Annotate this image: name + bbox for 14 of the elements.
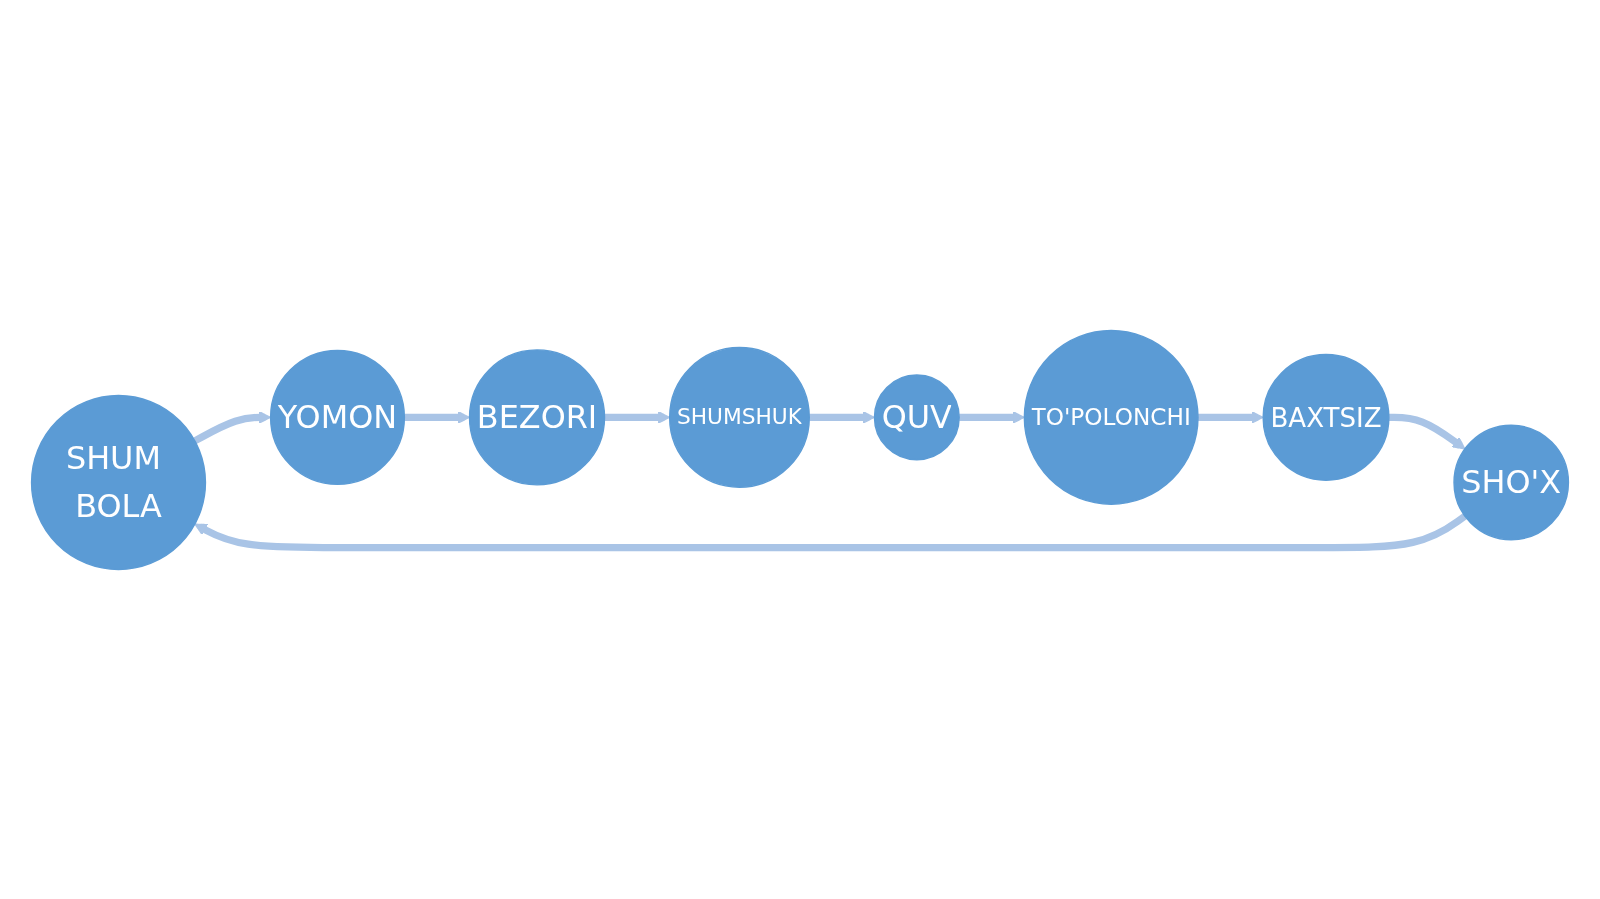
arrow [1388,413,1466,449]
arrow [604,410,671,424]
arrow [959,410,1025,424]
node-circle: QUV [873,373,960,460]
node-circle: SHUM BOLA [30,394,207,570]
node-circle: SHO'X [1453,424,1570,540]
node-circle: YOMON [269,349,406,485]
arrow [194,512,1468,551]
node-circle: BAXTSIZ [1262,353,1390,481]
node-circle: SHUMSHUK [668,346,810,488]
node-circle: TO'POLONCHI [1023,329,1199,505]
node-circle: BEZORI [468,348,606,486]
arrow [404,410,471,424]
arrow [1197,410,1264,424]
